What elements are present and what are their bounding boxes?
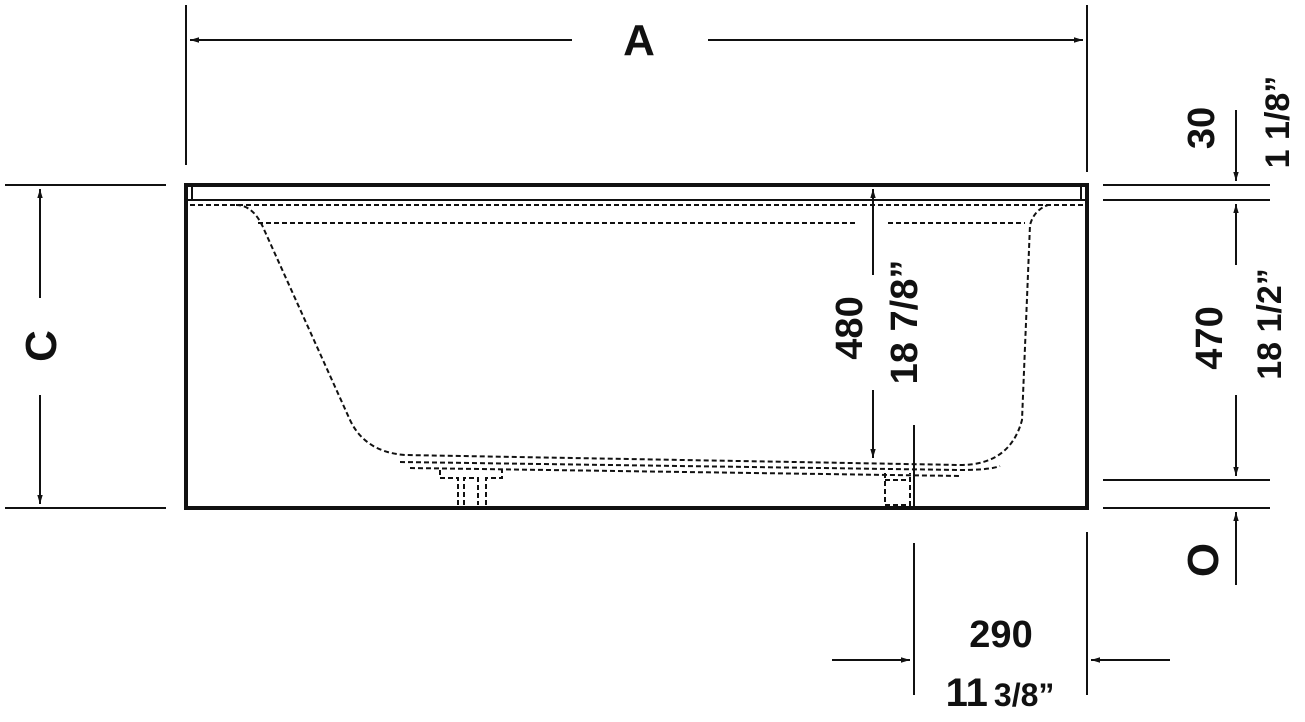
dimension-480-mm: 480: [829, 296, 871, 359]
dimension-470-mm: 470: [1189, 306, 1231, 369]
dimension-290-inch-whole: 11: [946, 671, 988, 715]
dimension-30-mm: 30: [1181, 107, 1223, 149]
dimension-290-mm: 290: [969, 614, 1032, 656]
tub-floor-line: [399, 461, 1001, 472]
dimension-30-inch: 1 1/8”: [1259, 76, 1297, 169]
dimension-290-inch-fraction: 3/8”: [994, 677, 1054, 713]
dimension-a-label: A: [623, 16, 655, 65]
tub-inner-contour: [235, 204, 1049, 467]
dimension-470-inch: 18 1/2”: [1251, 268, 1289, 380]
tub-base-line: [409, 467, 961, 477]
tub-foot-left: [439, 470, 503, 505]
tub-foot-right: [884, 473, 911, 506]
dimension-480-inch: 18 7/8”: [884, 260, 926, 385]
bathtub-panel-outline: [184, 183, 1089, 510]
dimension-o-label: O: [1179, 543, 1228, 577]
dimension-c-label: C: [17, 330, 66, 362]
